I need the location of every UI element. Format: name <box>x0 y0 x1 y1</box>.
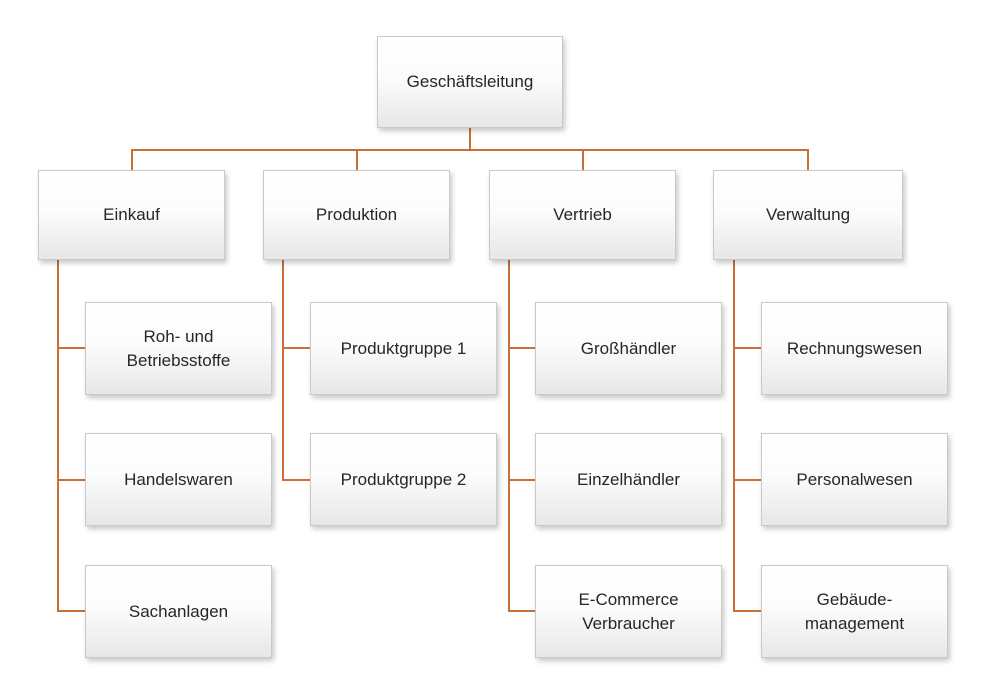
connector-drop-verwaltung <box>807 149 809 170</box>
connector-stub-produktion-1 <box>282 347 310 349</box>
connector-stub-einkauf-3 <box>57 610 85 612</box>
connector-main-horizontal <box>131 149 809 151</box>
node-label: Einkauf <box>103 205 160 224</box>
connector-stub-verwaltung-1 <box>733 347 761 349</box>
connector-stub-vertrieb-1 <box>508 347 535 349</box>
node-produktgruppe-2: Produktgruppe 2 <box>310 433 497 526</box>
node-label: Produktgruppe 2 <box>340 469 467 489</box>
connector-stub-vertrieb-2 <box>508 479 535 481</box>
node-label: E-Commerce Verbraucher <box>578 589 679 633</box>
node-einzelhaendler: Einzelhändler <box>535 433 722 526</box>
node-e-commerce-verbraucher: E-Commerce Verbraucher <box>535 565 722 658</box>
connector-stub-verwaltung-3 <box>733 610 761 612</box>
connector-stub-einkauf-1 <box>57 347 85 349</box>
node-grosshaendler: Großhändler <box>535 302 722 395</box>
node-produktgruppe-1: Produktgruppe 1 <box>310 302 497 395</box>
node-label: Vertrieb <box>553 205 612 224</box>
node-label: Rechnungswesen <box>786 338 923 358</box>
node-label: Großhändler <box>580 338 677 358</box>
node-label: Personalwesen <box>796 469 913 489</box>
node-label: Produktgruppe 1 <box>340 338 467 358</box>
connector-stub-einkauf-2 <box>57 479 85 481</box>
node-label: Einzelhändler <box>576 469 680 489</box>
connector-spine-vertrieb <box>508 260 510 612</box>
connector-drop-produktion <box>356 149 358 170</box>
node-roh-und-betriebsstoffe: Roh- und Betriebsstoffe <box>85 302 272 395</box>
node-handelswaren: Handelswaren <box>85 433 272 526</box>
connector-stub-vertrieb-3 <box>508 610 535 612</box>
node-label: Handelswaren <box>124 469 233 489</box>
node-vertrieb: Vertrieb <box>489 170 676 260</box>
connector-stub-verwaltung-2 <box>733 479 761 481</box>
node-label: Sachanlagen <box>128 601 229 621</box>
connector-spine-verwaltung <box>733 260 735 612</box>
connector-drop-einkauf <box>131 149 133 170</box>
node-personalwesen: Personalwesen <box>761 433 948 526</box>
connector-spine-einkauf <box>57 260 59 612</box>
node-gebaeudemanagement: Gebäude- management <box>761 565 948 658</box>
node-label: Gebäude- management <box>804 589 905 633</box>
node-rechnungswesen: Rechnungswesen <box>761 302 948 395</box>
node-einkauf: Einkauf <box>38 170 225 260</box>
node-label: Geschäftsleitung <box>406 72 534 91</box>
node-sachanlagen: Sachanlagen <box>85 565 272 658</box>
connector-drop-vertrieb <box>582 149 584 170</box>
node-geschaeftsleitung: Geschäftsleitung <box>377 36 563 128</box>
connector-stub-produktion-2 <box>282 479 310 481</box>
node-verwaltung: Verwaltung <box>713 170 903 260</box>
node-produktion: Produktion <box>263 170 450 260</box>
connector-root-drop <box>469 128 471 150</box>
node-label: Roh- und Betriebsstoffe <box>126 326 231 370</box>
node-label: Produktion <box>315 205 398 224</box>
connector-spine-produktion <box>282 260 284 481</box>
node-label: Verwaltung <box>765 205 851 224</box>
